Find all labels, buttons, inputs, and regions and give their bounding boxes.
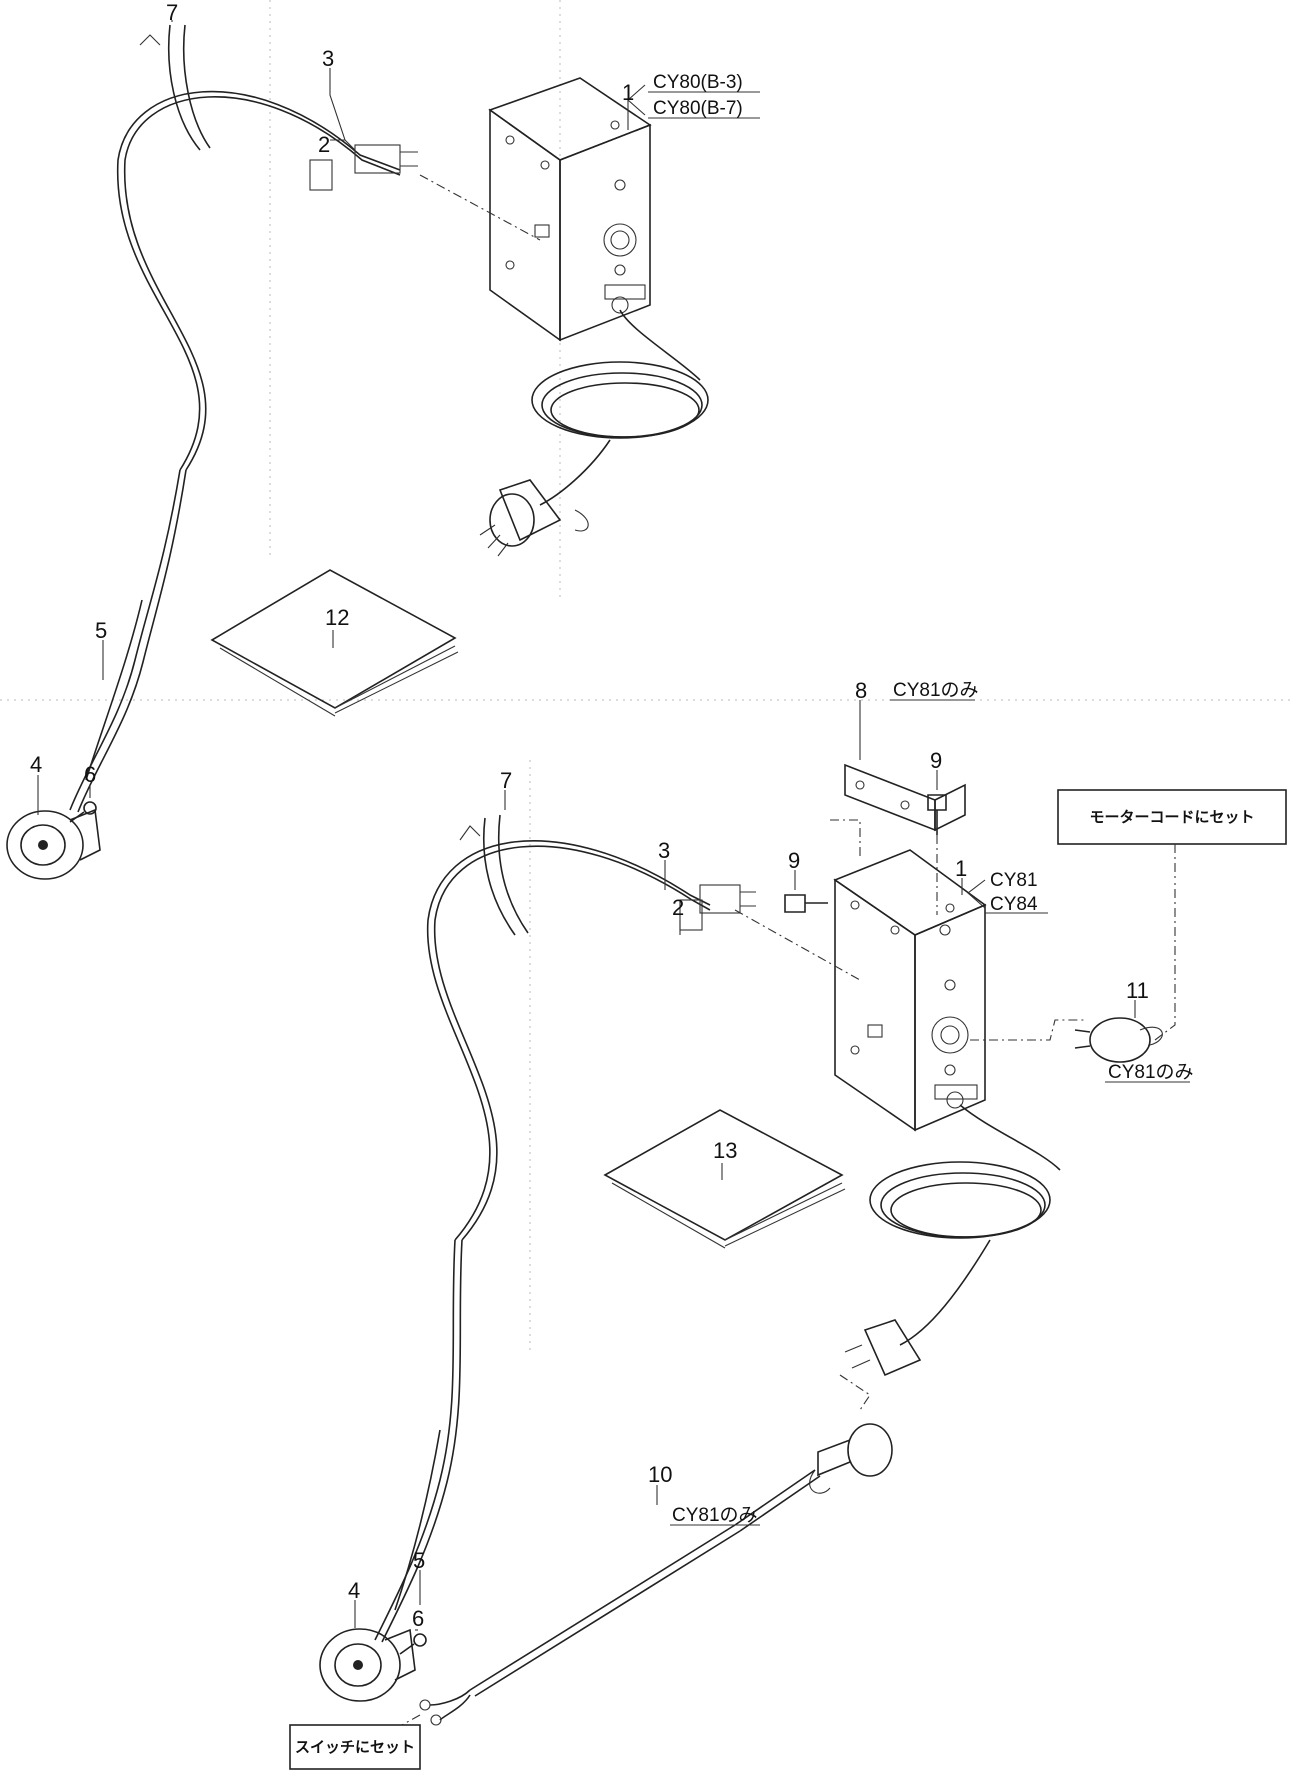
model-cy80-b7: CY80(B-7) bbox=[653, 98, 743, 119]
screw-lower bbox=[399, 1633, 427, 1655]
part-number-1-upper: 1 bbox=[622, 80, 634, 105]
model-cy81-only-cord: CY81のみ bbox=[672, 1505, 758, 1526]
sensor-wire-lower bbox=[374, 1239, 463, 1643]
plug-11 bbox=[970, 880, 1176, 1063]
part-number-13: 13 bbox=[713, 1138, 737, 1163]
part-number-10: 10 bbox=[648, 1462, 672, 1487]
sensor-upper bbox=[6, 808, 101, 880]
part-number-5-upper: 5 bbox=[95, 618, 107, 643]
part-number-3-lower: 3 bbox=[658, 838, 670, 863]
bracket bbox=[830, 763, 966, 860]
note-motor-cord-text: モーターコードにセット bbox=[1089, 808, 1254, 826]
manual-upper bbox=[210, 569, 459, 717]
part-number-2-lower: 2 bbox=[672, 895, 684, 920]
cable-lower bbox=[426, 840, 861, 1241]
part-number-3-upper: 3 bbox=[322, 46, 334, 71]
lower-assembly bbox=[319, 763, 1176, 1766]
part-number-9-top: 9 bbox=[930, 748, 942, 773]
control-box-lower bbox=[833, 849, 987, 1132]
note-motor-cord: モーターコードにセット bbox=[1057, 789, 1287, 880]
cable-tie-upper bbox=[139, 24, 211, 151]
extension-cord bbox=[329, 1423, 893, 1766]
coiled-cord-lower bbox=[839, 1104, 1061, 1411]
part-number-4-upper: 4 bbox=[30, 752, 42, 777]
part-number-7-lower: 7 bbox=[500, 768, 512, 793]
coiled-cord-upper bbox=[479, 309, 709, 557]
upper-assembly bbox=[6, 24, 709, 880]
model-cy81: CY81 bbox=[990, 870, 1038, 891]
part-number-5-lower: 5 bbox=[413, 1548, 425, 1573]
sensor-wire-upper bbox=[69, 469, 187, 813]
model-cy84: CY84 bbox=[990, 894, 1038, 915]
screw-upper bbox=[69, 801, 97, 823]
part-number-6-lower: 6 bbox=[412, 1606, 424, 1631]
screw-9-top bbox=[927, 794, 947, 915]
part-number-4-lower: 4 bbox=[348, 1578, 360, 1603]
note-switch: スイッチにセット bbox=[289, 1724, 421, 1770]
part-number-9-side: 9 bbox=[788, 848, 800, 873]
labels: 7 3 2 1 CY80(B-3) CY80(B-7) 12 5 4 6 8 C… bbox=[30, 0, 1194, 1631]
part-number-11: 11 bbox=[1126, 978, 1149, 1003]
part-number-12: 12 bbox=[325, 605, 349, 630]
note-switch-text: スイッチにセット bbox=[295, 1738, 415, 1756]
model-cy81-only-bracket: CY81のみ bbox=[893, 680, 979, 701]
cable-upper bbox=[117, 90, 541, 471]
model-cy80-b3: CY80(B-3) bbox=[653, 72, 743, 93]
model-cy81-only-plug: CY81のみ bbox=[1108, 1062, 1194, 1083]
leaders bbox=[37, 20, 1190, 1631]
part-number-7-upper: 7 bbox=[166, 0, 178, 25]
sensor-lower bbox=[319, 1628, 416, 1702]
part-number-6-upper: 6 bbox=[84, 762, 96, 787]
screw-9-side bbox=[784, 894, 828, 913]
part-number-2-upper: 2 bbox=[318, 132, 330, 157]
cable-tie-lower bbox=[459, 814, 529, 936]
control-box-upper bbox=[488, 77, 652, 342]
part-number-8: 8 bbox=[855, 678, 867, 703]
scan-guides bbox=[0, 0, 1290, 1350]
manual-lower bbox=[603, 1109, 846, 1249]
part-number-1-lower: 1 bbox=[955, 856, 967, 881]
